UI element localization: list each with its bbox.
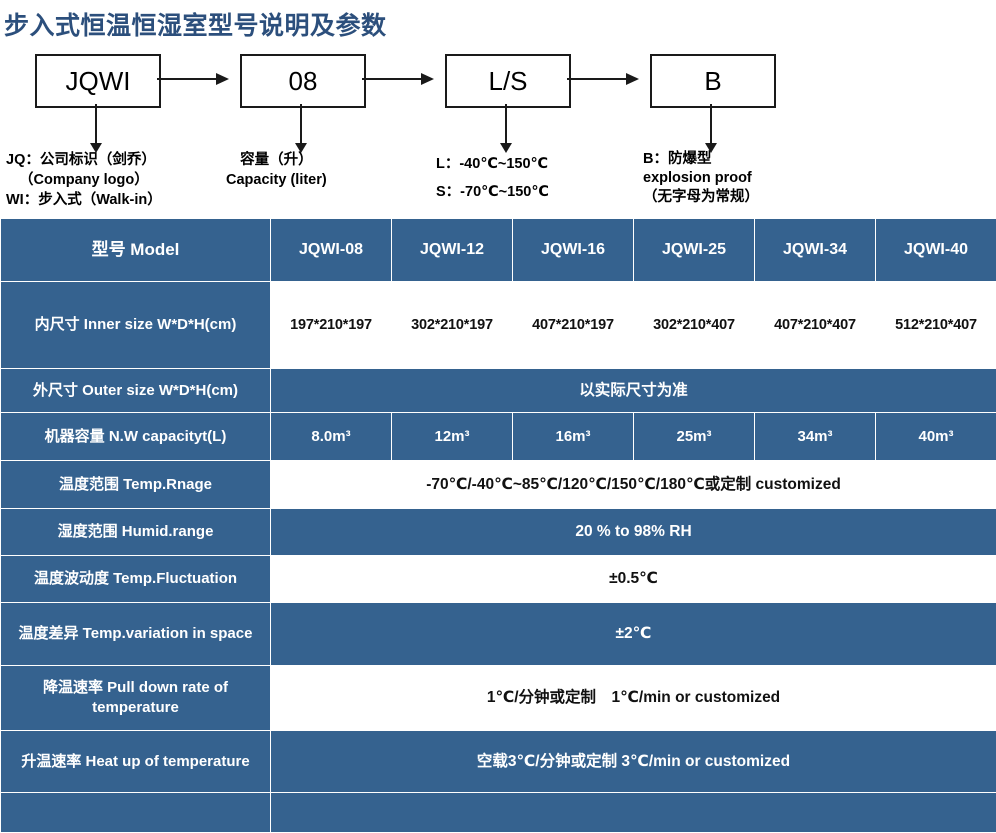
row-cell: 197*210*197 xyxy=(271,282,392,369)
row-label: 降温速率 Pull down rate of temperature xyxy=(1,666,271,731)
row-label xyxy=(1,793,271,833)
arrow-right-icon-1 xyxy=(157,78,227,80)
box-ls: L/S xyxy=(445,54,571,108)
table-row: 降温速率 Pull down rate of temperature 1℃/分钟… xyxy=(1,666,996,731)
spec-table-body: 型号 Model JQWI-08 JQWI-12 JQWI-16 JQWI-25… xyxy=(1,219,996,833)
row-label: 温度波动度 Temp.Fluctuation xyxy=(1,556,271,603)
arrow-down-icon-1 xyxy=(95,104,97,144)
arrow-down-icon-2 xyxy=(300,104,302,144)
row-label: 温度范围 Temp.Rnage xyxy=(1,461,271,509)
legend-jqwi-line2: （Company logo） xyxy=(6,170,162,190)
legend-temp-line2: S：-70℃~150℃ xyxy=(436,184,549,200)
row-cell: 512*210*407 xyxy=(876,282,996,369)
row-merged-cell: ±0.5℃ xyxy=(271,556,996,603)
header-model-5: JQWI-40 xyxy=(876,219,996,282)
header-model-0: JQWI-08 xyxy=(271,219,392,282)
row-merged-cell: 20 % to 98% RH xyxy=(271,509,996,556)
row-cell: 25m³ xyxy=(634,413,755,461)
table-row: 湿度范围 Humid.range 20 % to 98% RH xyxy=(1,509,996,556)
header-model-2: JQWI-16 xyxy=(513,219,634,282)
row-cell: 302*210*197 xyxy=(392,282,513,369)
header-model-1: JQWI-12 xyxy=(392,219,513,282)
legend-jqwi-line3: WI：步入式（Walk-in） xyxy=(6,192,162,208)
arrow-right-icon-3 xyxy=(567,78,637,80)
row-cell: 34m³ xyxy=(755,413,876,461)
row-cell: 16m³ xyxy=(513,413,634,461)
legend-explosion-line1: B：防爆型 xyxy=(643,151,711,167)
row-cell: 8.0m³ xyxy=(271,413,392,461)
table-header-row: 型号 Model JQWI-08 JQWI-12 JQWI-16 JQWI-25… xyxy=(1,219,996,282)
row-merged-cell: 1℃/分钟或定制 1℃/min or customized xyxy=(271,666,996,731)
row-label: 外尺寸 Outer size W*D*H(cm) xyxy=(1,369,271,413)
box-08: 08 xyxy=(240,54,366,108)
legend-capacity-line1: 容量（升） xyxy=(240,152,313,168)
arrow-down-icon-3 xyxy=(505,104,507,144)
arrow-right-icon-2 xyxy=(362,78,432,80)
row-label: 内尺寸 Inner size W*D*H(cm) xyxy=(1,282,271,369)
row-cell: 302*210*407 xyxy=(634,282,755,369)
row-label: 湿度范围 Humid.range xyxy=(1,509,271,556)
row-cell: 407*210*407 xyxy=(755,282,876,369)
page-root: 步入式恒温恒湿室型号说明及参数 JQWI 08 L/S B JQ：公司标识（剑乔… xyxy=(0,0,996,810)
row-label: 升温速率 Heat up of temperature xyxy=(1,731,271,793)
table-row: 外尺寸 Outer size W*D*H(cm) 以实际尺寸为准 xyxy=(1,369,996,413)
row-merged-cell: 空载3℃/分钟或定制 3℃/min or customized xyxy=(271,731,996,793)
row-cell: 12m³ xyxy=(392,413,513,461)
legend-explosion-line2: explosion proof xyxy=(643,170,752,186)
table-row xyxy=(1,793,996,833)
header-model-4: JQWI-34 xyxy=(755,219,876,282)
page-title: 步入式恒温恒湿室型号说明及参数 xyxy=(4,6,387,42)
legend-temp-range: L：-40℃~150℃ S：-70℃~150℃ xyxy=(436,150,549,206)
legend-jqwi: JQ：公司标识（剑乔） （Company logo） WI：步入式（Walk-i… xyxy=(6,150,162,210)
box-b: B xyxy=(650,54,776,108)
row-label: 温度差异 Temp.variation in space xyxy=(1,603,271,666)
legend-capacity-line2: Capacity (liter) xyxy=(226,172,327,188)
table-row: 内尺寸 Inner size W*D*H(cm) 197*210*197 302… xyxy=(1,282,996,369)
spec-table: 型号 Model JQWI-08 JQWI-12 JQWI-16 JQWI-25… xyxy=(0,218,996,833)
row-merged-cell: -70℃/-40℃~85℃/120℃/150℃/180℃或定制 customiz… xyxy=(271,461,996,509)
table-row: 温度波动度 Temp.Fluctuation ±0.5℃ xyxy=(1,556,996,603)
model-code-diagram: JQWI 08 L/S B JQ：公司标识（剑乔） （Company logo）… xyxy=(0,46,996,218)
row-merged-cell: 以实际尺寸为准 xyxy=(271,369,996,413)
table-row: 温度范围 Temp.Rnage -70℃/-40℃~85℃/120℃/150℃/… xyxy=(1,461,996,509)
legend-explosion-line3: （无字母为常规） xyxy=(643,189,759,205)
box-jqwi: JQWI xyxy=(35,54,161,108)
header-label: 型号 Model xyxy=(1,219,271,282)
row-merged-cell xyxy=(271,793,996,833)
legend-temp-line1: L：-40℃~150℃ xyxy=(436,156,548,172)
legend-capacity: 容量（升） Capacity (liter) xyxy=(226,150,327,190)
table-row: 机器容量 N.W capacityt(L) 8.0m³ 12m³ 16m³ 25… xyxy=(1,413,996,461)
row-merged-cell: ±2℃ xyxy=(271,603,996,666)
table-row: 升温速率 Heat up of temperature 空载3℃/分钟或定制 3… xyxy=(1,731,996,793)
table-row: 温度差异 Temp.variation in space ±2℃ xyxy=(1,603,996,666)
legend-explosion-proof: B：防爆型 explosion proof （无字母为常规） xyxy=(643,150,759,207)
legend-jqwi-line1: JQ：公司标识（剑乔） xyxy=(6,152,156,168)
header-model-3: JQWI-25 xyxy=(634,219,755,282)
arrow-down-icon-4 xyxy=(710,104,712,144)
row-label: 机器容量 N.W capacityt(L) xyxy=(1,413,271,461)
row-cell: 407*210*197 xyxy=(513,282,634,369)
row-cell: 40m³ xyxy=(876,413,996,461)
